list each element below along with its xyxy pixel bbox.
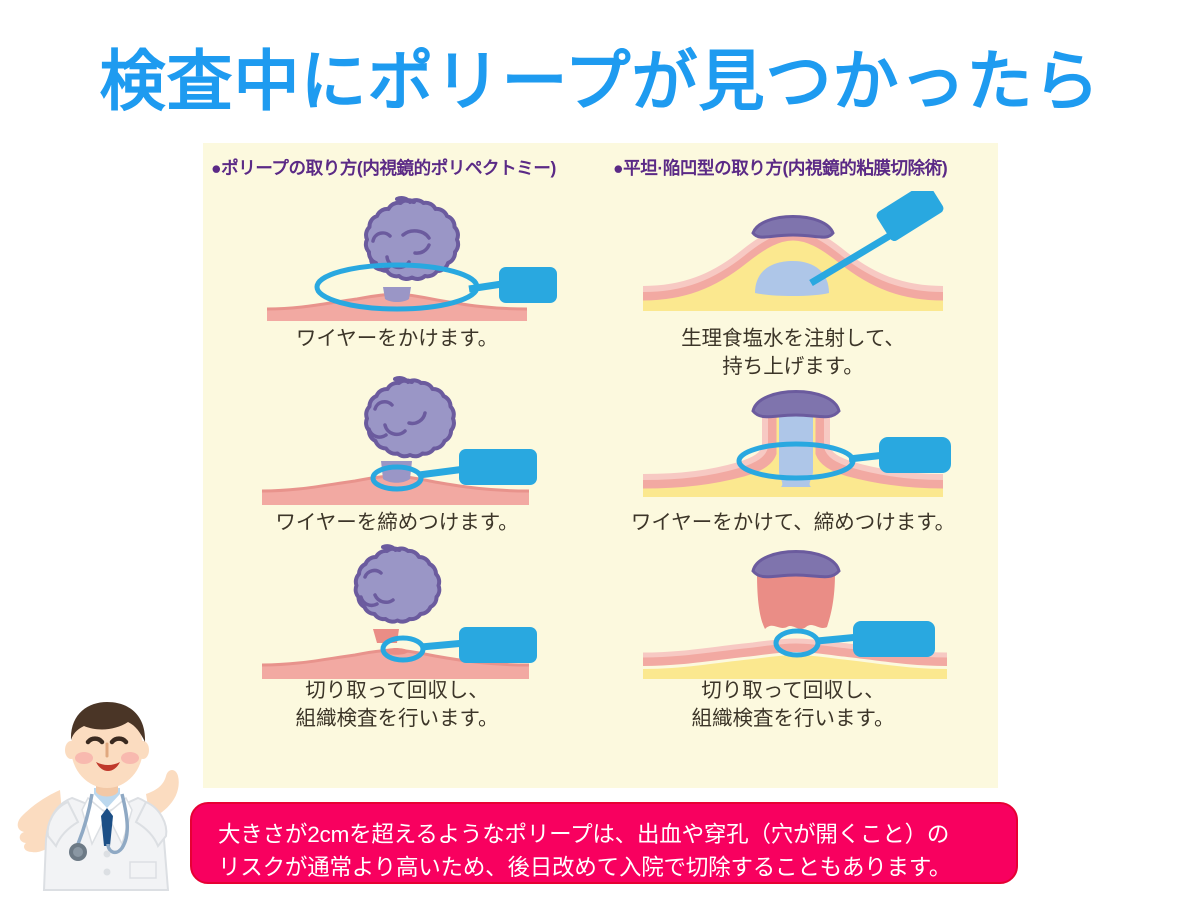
illustration-saline-injection	[603, 191, 983, 321]
step-right-1-caption: 生理食塩水を注射して、 持ち上げます。	[681, 327, 905, 378]
step-right-2: ワイヤーをかけて、締めつけます。	[603, 375, 983, 537]
illustration-snare-tightened	[207, 375, 587, 505]
step-right-2-caption: ワイヤーをかけて、締めつけます。	[630, 511, 956, 534]
step-right-3-caption: 切り取って回収し、 組織検査を行います。	[691, 679, 895, 730]
illustration-snare-placed	[207, 191, 587, 321]
doctor-illustration	[12, 694, 202, 900]
illustration-polyp-resected	[207, 543, 587, 679]
step-right-3: 切り取って回収し、 組織検査を行います。	[603, 543, 983, 733]
warning-banner-text: 大きさが2cmを超えるようなポリープは、出血や穿孔（穴が開くこと）の リスクが通…	[218, 822, 952, 880]
step-left-1: ワイヤーをかけます。	[207, 191, 587, 353]
illustration-emr-resected	[603, 543, 983, 679]
illustration-emr-snare	[603, 375, 983, 505]
step-left-2: ワイヤーを締めつけます。	[207, 375, 587, 537]
warning-banner: 大きさが2cmを超えるようなポリープは、出血や穿孔（穴が開くこと）の リスクが通…	[190, 802, 1018, 884]
step-left-1-caption: ワイヤーをかけます。	[295, 327, 499, 350]
content-panel: ●ポリープの取り方(内視鏡的ポリペクトミー) ●平坦·陥凹型の取り方(内視鏡的粘…	[203, 143, 998, 788]
step-left-2-caption: ワイヤーを締めつけます。	[275, 511, 519, 534]
step-right-1: 生理食塩水を注射して、 持ち上げます。	[603, 191, 983, 381]
left-column-header: ●ポリープの取り方(内視鏡的ポリペクトミー)	[211, 158, 556, 178]
step-left-3: 切り取って回収し、 組織検査を行います。	[207, 543, 587, 733]
page-title: 検査中にポリープが見つかったら	[99, 44, 1101, 118]
step-left-3-caption: 切り取って回収し、 組織検査を行います。	[295, 679, 499, 730]
right-column-header: ●平坦·陥凹型の取り方(内視鏡的粘膜切除術)	[613, 158, 948, 178]
